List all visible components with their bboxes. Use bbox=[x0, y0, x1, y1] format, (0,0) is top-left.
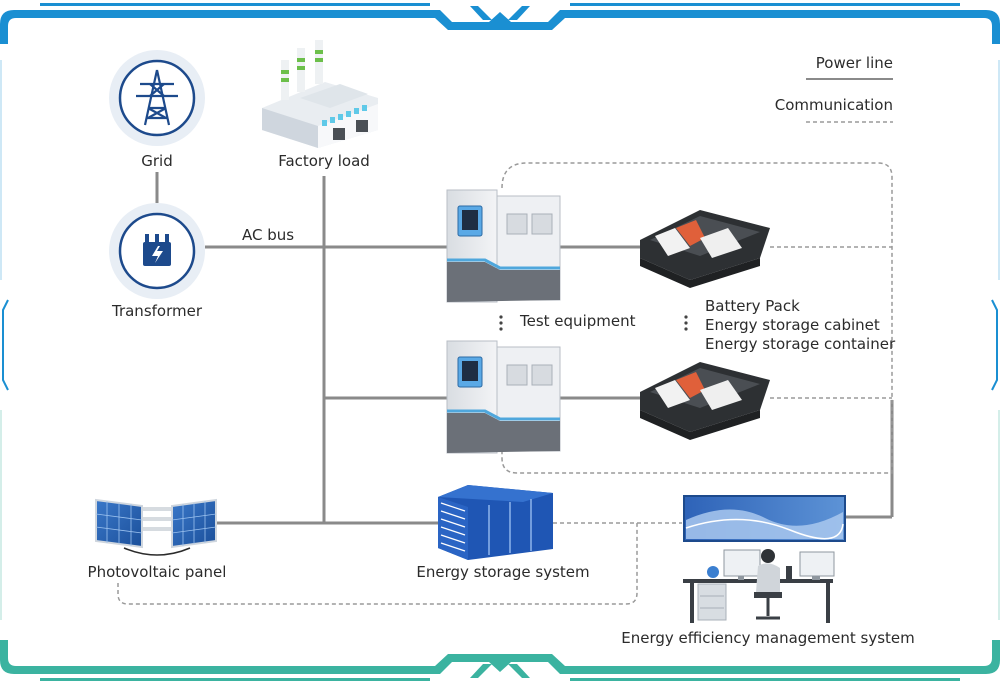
power-lines bbox=[155, 172, 894, 525]
ellipsis-dots bbox=[499, 315, 688, 331]
eems-label: Energy efficiency management system bbox=[621, 629, 915, 647]
communication-lines bbox=[117, 162, 893, 605]
energy-storage-container-icon bbox=[438, 485, 553, 560]
legend-power-line-label: Power line bbox=[815, 54, 893, 72]
transformer-icon bbox=[109, 203, 205, 299]
bottom-frame bbox=[0, 640, 1000, 681]
ac-bus-label: AC bus bbox=[242, 226, 295, 244]
side-frame bbox=[0, 60, 1000, 620]
battery-pack-label: Battery Pack bbox=[705, 297, 800, 315]
photovoltaic-panel-label: Photovoltaic panel bbox=[87, 563, 227, 581]
grid-icon bbox=[109, 50, 205, 146]
legend-communication-label: Communication bbox=[774, 96, 893, 114]
transformer-label: Transformer bbox=[111, 302, 203, 320]
test-equipment-cabinet-bottom bbox=[446, 340, 561, 454]
battery-pack-top bbox=[640, 210, 770, 288]
test-equipment-cabinet-top bbox=[446, 189, 561, 303]
test-equipment-label: Test equipment bbox=[520, 312, 636, 330]
grid-label: Grid bbox=[141, 152, 173, 170]
photovoltaic-panel-icon bbox=[95, 498, 217, 556]
energy-storage-system-label: Energy storage system bbox=[416, 563, 590, 581]
battery-pack-bottom bbox=[640, 362, 770, 440]
top-frame bbox=[0, 3, 1000, 44]
energy-storage-cabinet-label: Energy storage cabinet bbox=[705, 316, 880, 334]
energy-storage-container-label: Energy storage container bbox=[705, 335, 896, 353]
eems-screen-icon bbox=[683, 495, 846, 542]
factory-icon bbox=[262, 40, 378, 148]
factory-load-label: Factory load bbox=[278, 152, 370, 170]
eems-workstation-icon bbox=[683, 549, 835, 623]
